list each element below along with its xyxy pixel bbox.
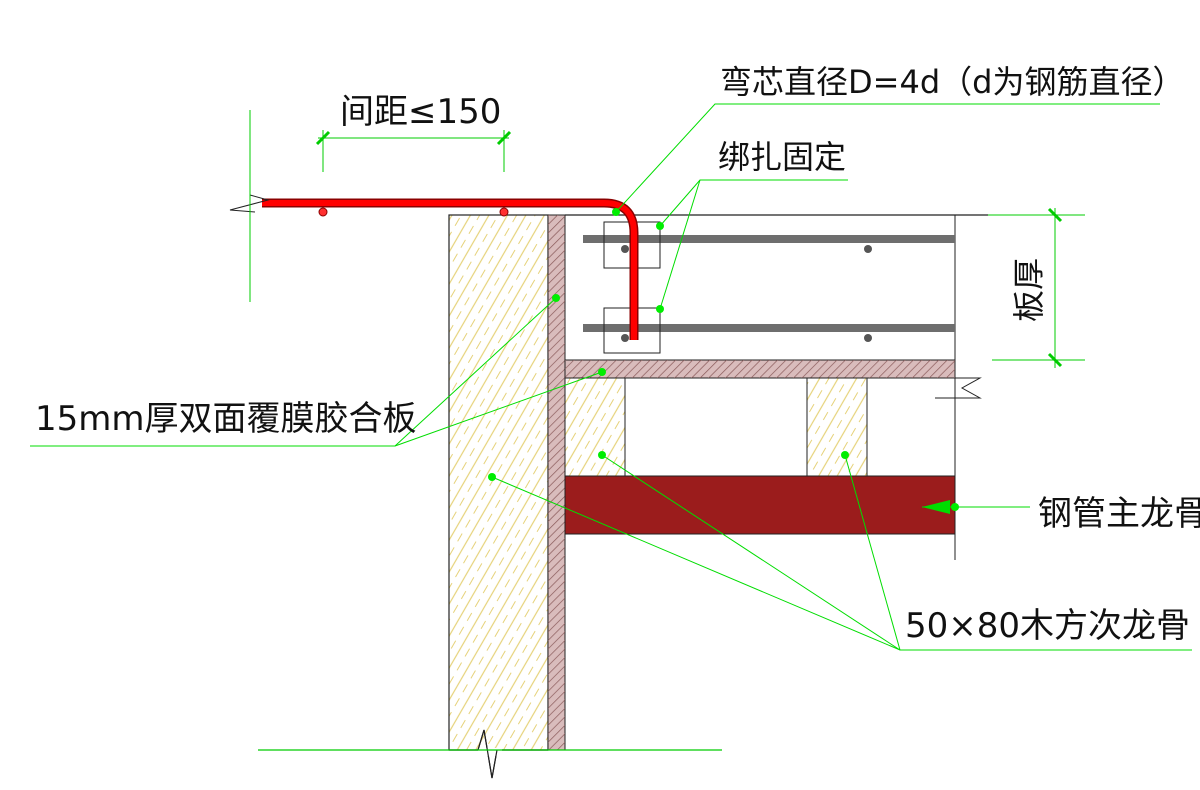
rebar-break-line — [229, 194, 270, 213]
steel-main-keel — [564, 475, 956, 535]
thickness-tick — [1047, 352, 1063, 368]
spacing-tick — [496, 130, 512, 146]
steel-main-keel-label: 钢管主龙骨 — [1038, 494, 1200, 534]
leader-dot — [656, 305, 664, 313]
timber-secondary-keel-label: 50×80木方次龙骨 — [905, 606, 1190, 646]
plywood-break-line — [935, 377, 982, 399]
slab-rebar-top — [583, 235, 955, 243]
leader-dot — [951, 503, 959, 511]
leader-dot — [488, 473, 496, 481]
rebar-dot — [864, 334, 872, 342]
plywood-label: 15mm厚双面覆膜胶合板 — [35, 399, 417, 439]
wall-break-mask — [478, 748, 502, 756]
spacing-tick — [315, 130, 331, 146]
leader-tie-fixed-2 — [659, 179, 701, 310]
wall-break-zigzag — [477, 729, 498, 779]
leader-dot — [598, 368, 606, 376]
tie-fixed-label: 绑扎固定 — [718, 138, 846, 176]
timber-keel-right — [806, 377, 868, 477]
slab-rebar-bottom — [583, 324, 955, 332]
timber-keel-left — [564, 377, 626, 477]
thickness-tick — [1047, 207, 1063, 223]
rebar-dot — [621, 245, 629, 253]
rebar-dot — [864, 245, 872, 253]
wall-concrete — [448, 214, 549, 751]
rebar-dot — [318, 207, 328, 217]
slab-thickness-label: 板厚 — [1010, 258, 1048, 322]
bent-rebar — [262, 198, 639, 340]
leader-dot — [656, 222, 664, 230]
rebar-dot — [621, 334, 629, 342]
leader-timber-keel-3 — [844, 454, 901, 651]
leader-dot — [612, 208, 620, 216]
leader-bend-diameter — [615, 103, 1160, 213]
spacing-label: 间距≤150 — [340, 92, 501, 132]
leader-timber-keel-2 — [601, 454, 901, 651]
rebar-dot — [499, 207, 509, 217]
leader-dot — [552, 294, 560, 302]
leader-arrow — [922, 500, 950, 514]
bend-diameter-label: 弯芯直径D=4d（d为钢筋直径） — [720, 63, 1184, 101]
leader-plywood-2 — [394, 371, 603, 447]
leader-dot — [598, 451, 606, 459]
leader-dot — [841, 451, 849, 459]
